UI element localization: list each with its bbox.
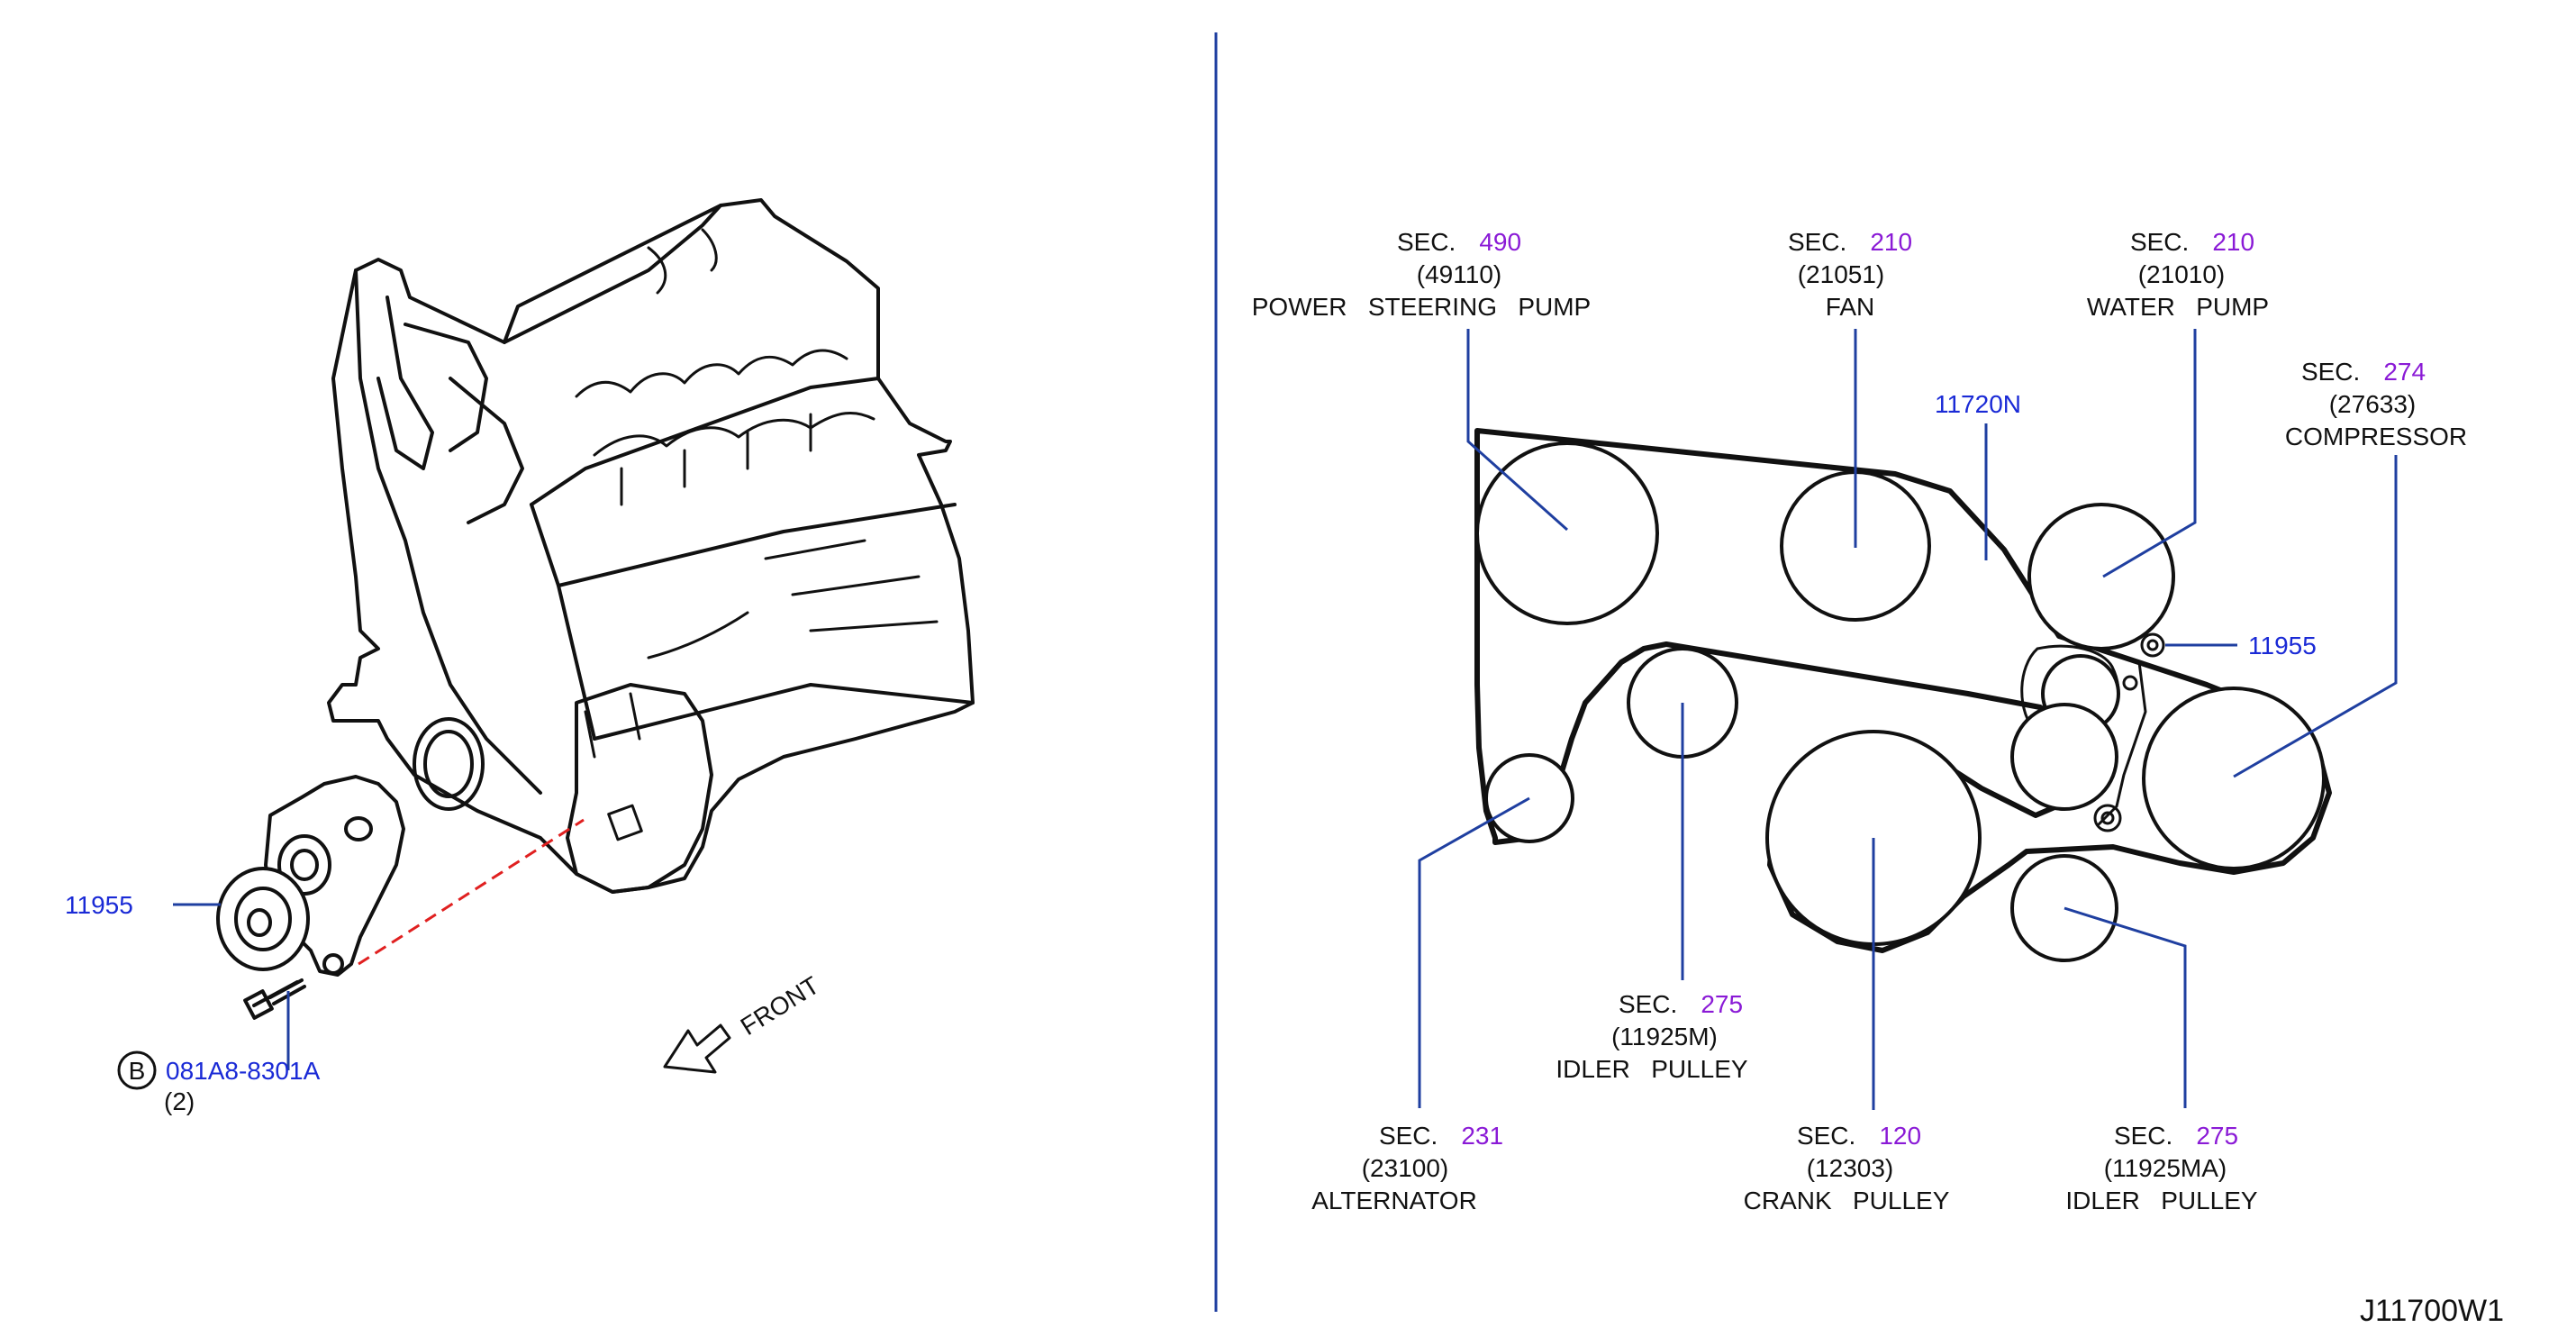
water-pump-sec: SEC.210 <box>2130 228 2254 256</box>
water-pump-part: (21010) <box>2138 260 2226 288</box>
bolt-callout-circle <box>117 1050 157 1090</box>
idler-lower-part: (11925MA) <box>2104 1154 2227 1182</box>
power-steering-part: (49110) <box>1417 260 1501 288</box>
power-steering-sec: SEC.490 <box>1397 228 1521 256</box>
idler-lower-sec: SEC.275 <box>2114 1122 2238 1150</box>
crank-sec: SEC.120 <box>1797 1122 1921 1150</box>
arrow-icon <box>663 1023 731 1074</box>
compressor-pulley <box>2142 687 2326 870</box>
idler-lower-name: IDLER PULLEY <box>2065 1187 2258 1214</box>
front-label: FRONT <box>736 971 824 1041</box>
compressor-name: COMPRESSOR <box>2285 423 2467 450</box>
bolt-qty-label: (2) <box>164 1087 195 1115</box>
power-steering-name: POWER STEERING PUMP <box>1252 293 1591 321</box>
compressor-part: (27633) <box>2329 390 2417 418</box>
compressor-leader <box>2233 455 2398 778</box>
front-arrow: FRONT <box>663 971 824 1074</box>
engine-illustration <box>327 198 975 894</box>
idler-upper-sec: SEC.275 <box>1619 990 1743 1018</box>
water-pump-leader <box>2102 329 2197 578</box>
idler-lower-leader <box>2064 906 2187 1108</box>
water-pump-name: WATER PUMP <box>2087 293 2269 321</box>
fan-part: (21051) <box>1798 260 1885 288</box>
tensioner-part-label-left: 11955 <box>65 891 133 919</box>
power-steering-pulley <box>1475 441 1659 625</box>
alternator-name: ALTERNATOR <box>1311 1187 1477 1214</box>
fan-sec: SEC.210 <box>1788 228 1912 256</box>
tensioner-part-label-right: 11955 <box>2248 632 2317 659</box>
bolt-callout-letter: B <box>129 1057 146 1085</box>
belt-part-label: 11720N <box>1935 390 2021 418</box>
alternator-leader <box>1418 796 1530 1108</box>
idler-right-pulley <box>2010 703 2118 811</box>
idler-upper-name: IDLER PULLEY <box>1556 1055 1748 1083</box>
mounting-hidden-line <box>358 818 585 966</box>
tensioner-assembly <box>216 775 405 1020</box>
water-pump-pulley <box>2027 503 2175 650</box>
crank-part: (12303) <box>1807 1154 1894 1182</box>
alternator-part: (23100) <box>1362 1154 1449 1182</box>
figure-code: J11700W1 <box>2360 1294 2504 1328</box>
power-steering-leader <box>1466 329 1568 532</box>
fan-name: FAN <box>1826 293 1874 321</box>
idler-upper-part: (11925M) <box>1611 1023 1718 1050</box>
alternator-sec: SEC.231 <box>1379 1122 1503 1150</box>
compressor-sec: SEC.274 <box>2301 358 2426 386</box>
crank-name: CRANK PULLEY <box>1744 1187 1950 1214</box>
bolt-part-label: 081A8-8301A <box>166 1057 321 1085</box>
